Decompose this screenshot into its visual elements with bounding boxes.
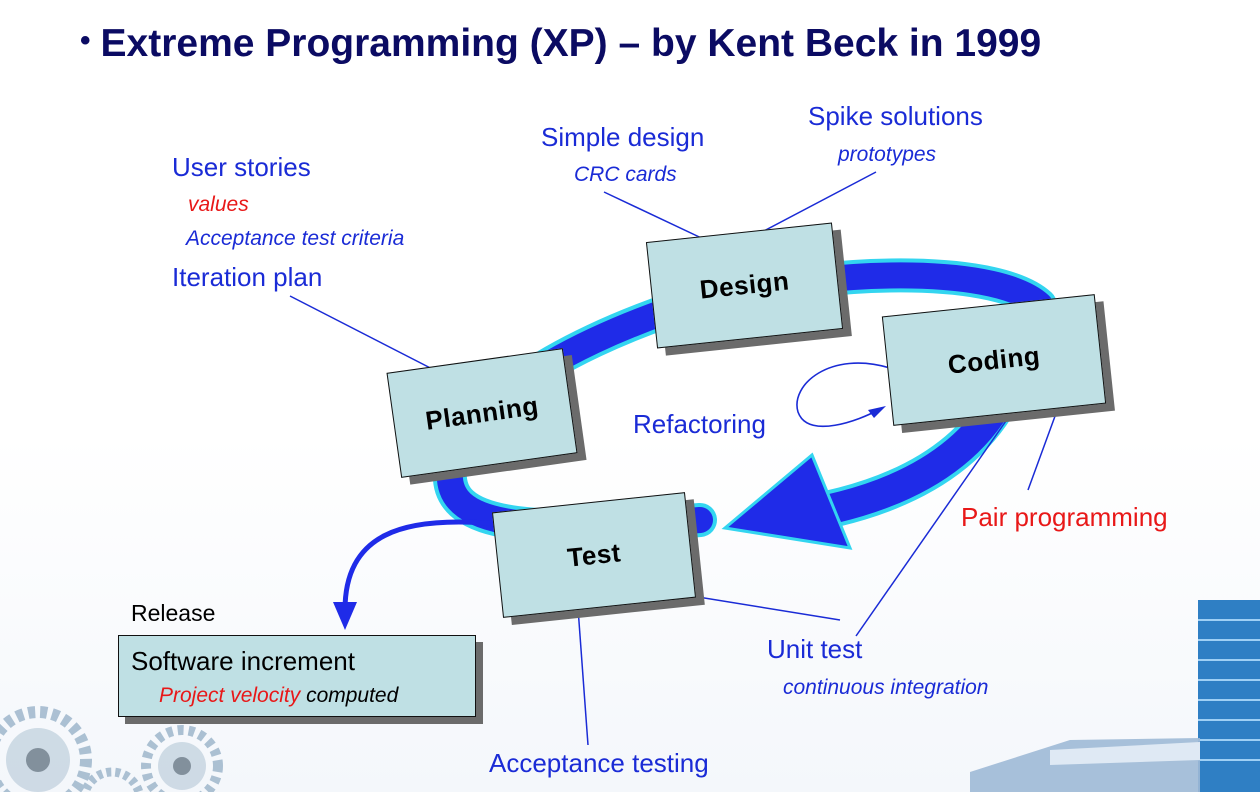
building-decoration bbox=[970, 600, 1260, 792]
iteration-plan-label: Iteration plan bbox=[172, 262, 323, 292]
refactoring-label: Refactoring bbox=[633, 409, 766, 439]
phase-test: Test bbox=[491, 492, 697, 618]
release-label: Release bbox=[131, 600, 216, 626]
phase-test-label: Test bbox=[565, 536, 623, 573]
simple-design-label: Simple design bbox=[541, 122, 705, 152]
phase-coding: Coding bbox=[881, 294, 1107, 426]
phase-coding-label: Coding bbox=[946, 339, 1042, 380]
project-velocity-line: Project velocity computed bbox=[159, 684, 398, 708]
release-arrow bbox=[342, 519, 499, 611]
project-velocity-text: Project velocity bbox=[159, 684, 301, 707]
pair-programming-label: Pair programming bbox=[961, 502, 1168, 532]
phase-design: Design bbox=[645, 222, 844, 349]
acceptance-test-criteria-label: Acceptance test criteria bbox=[186, 227, 405, 250]
phase-design-label: Design bbox=[698, 265, 791, 305]
acceptance-testing-label: Acceptance testing bbox=[489, 748, 709, 778]
refactoring-loop-arrow bbox=[796, 362, 891, 428]
refactoring-arrowhead bbox=[868, 406, 886, 418]
phase-planning-label: Planning bbox=[423, 389, 541, 436]
user-stories-label: User stories bbox=[172, 152, 311, 182]
bullet-icon: • bbox=[80, 24, 91, 57]
software-increment-title: Software increment bbox=[131, 646, 355, 676]
software-increment-box: Software increment Project velocity comp… bbox=[118, 635, 476, 717]
values-label: values bbox=[188, 193, 249, 216]
computed-text: computed bbox=[306, 684, 399, 707]
gears-decoration bbox=[0, 706, 223, 792]
slide-title-text: Extreme Programming (XP) – by Kent Beck … bbox=[100, 22, 1042, 65]
prototypes-label: prototypes bbox=[838, 143, 937, 166]
crc-cards-label: CRC cards bbox=[574, 163, 677, 186]
spike-solutions-label: Spike solutions bbox=[808, 101, 983, 131]
slide-title: • Extreme Programming (XP) – by Kent Beck… bbox=[80, 22, 1041, 66]
continuous-integration-label: continuous integration bbox=[783, 676, 989, 699]
unit-test-label: Unit test bbox=[767, 634, 863, 664]
release-arrowhead bbox=[333, 602, 357, 630]
